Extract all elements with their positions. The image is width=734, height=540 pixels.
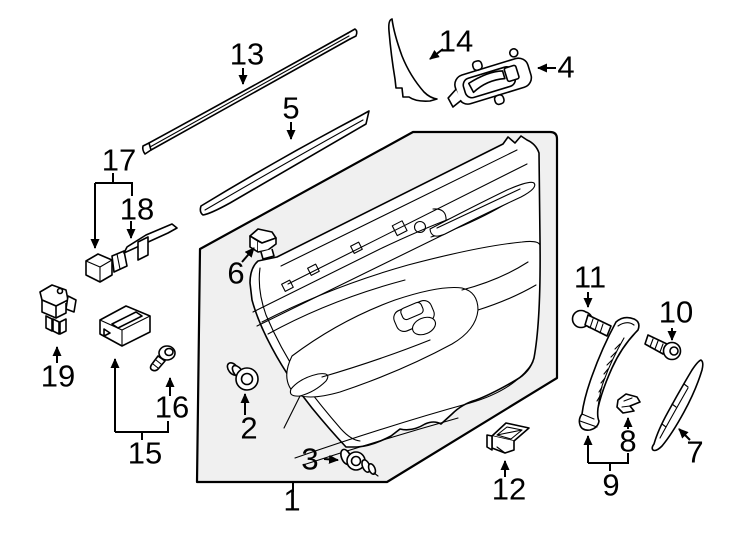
- part-4-inside-handle: [447, 48, 533, 108]
- part-11-bolt: [571, 309, 612, 337]
- part-label-13[interactable]: 13: [229, 36, 265, 72]
- part-15-bracket-module: [99, 305, 151, 347]
- part-17-18-retainer: [85, 223, 178, 283]
- part-9-grab-handle: [578, 316, 640, 431]
- part-label-12[interactable]: 12: [491, 471, 527, 507]
- part-label-8[interactable]: 8: [619, 423, 637, 459]
- part-label-5[interactable]: 5: [282, 90, 300, 126]
- part-14-corner-trim: [388, 18, 438, 102]
- part-label-19[interactable]: 19: [40, 358, 76, 394]
- part-12-pull-cup-clip: [486, 422, 530, 454]
- part-label-14[interactable]: 14: [438, 23, 474, 59]
- part-10-bolt: [644, 334, 682, 361]
- part-1-door-trim-panel: [249, 135, 541, 466]
- part-label-4[interactable]: 4: [557, 49, 575, 85]
- part-label-18[interactable]: 18: [119, 191, 155, 227]
- part-label-9[interactable]: 9: [602, 467, 620, 503]
- part-5-applique-strip: [199, 110, 370, 216]
- leader-lines: [52, 48, 691, 492]
- part-label-10[interactable]: 10: [658, 294, 694, 330]
- part-label-15[interactable]: 15: [127, 435, 163, 471]
- part-label-11[interactable]: 11: [573, 259, 607, 295]
- part-13-belt-molding: [141, 28, 358, 155]
- part-label-6[interactable]: 6: [227, 255, 245, 291]
- part-3-rivet: [340, 448, 379, 477]
- part-7-trim-strip: [651, 359, 704, 452]
- part-label-3[interactable]: 3: [301, 441, 319, 477]
- part-label-17[interactable]: 17: [101, 142, 137, 178]
- part-2-grommet: [226, 362, 259, 391]
- part-label-16[interactable]: 16: [154, 389, 190, 425]
- part-label-1[interactable]: 1: [283, 482, 301, 518]
- part-label-7[interactable]: 7: [686, 434, 704, 470]
- part-6-clip: [249, 228, 277, 260]
- part-19-window-switch: [39, 284, 77, 335]
- part-16-screw: [149, 345, 176, 372]
- part-8-clip: [616, 393, 641, 414]
- part-label-2[interactable]: 2: [240, 410, 258, 446]
